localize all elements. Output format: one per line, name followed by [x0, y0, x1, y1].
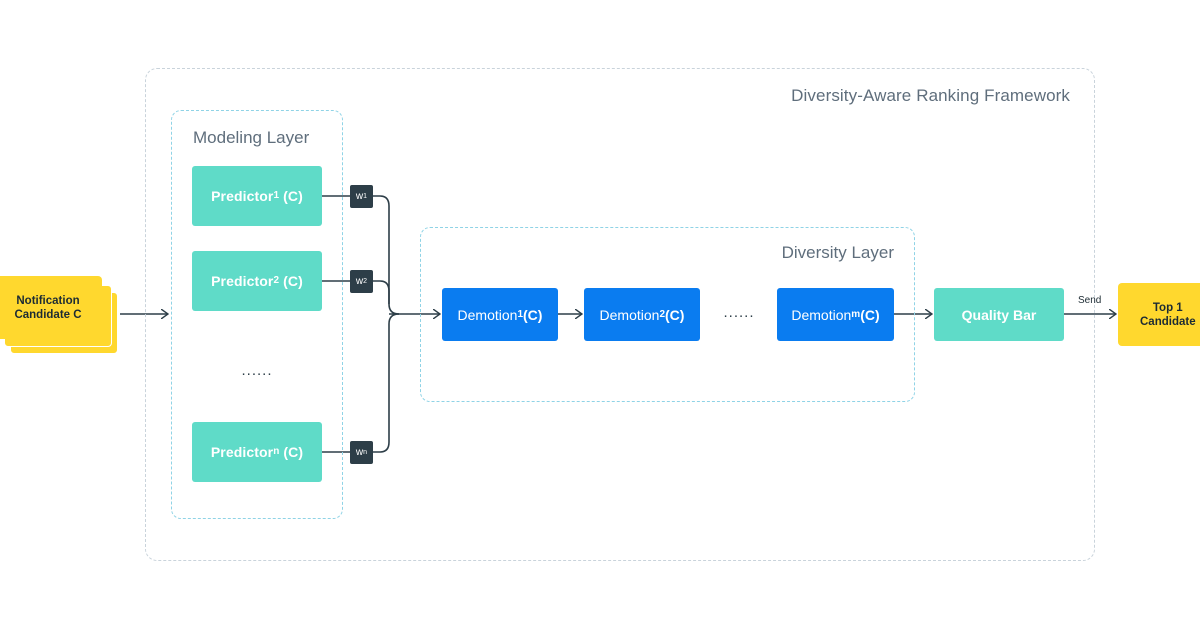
modeling-layer-container: [171, 110, 343, 519]
notification-line-1: Notification: [16, 294, 80, 307]
demotion-1-suffix: (C): [523, 306, 543, 323]
top-candidate-card: Top 1 Candidate: [1118, 283, 1200, 346]
demotion-m-base: Demotion: [791, 306, 852, 323]
predictor-n-base: Predictor: [210, 444, 274, 460]
weight-n-base: w: [355, 447, 364, 458]
send-label: Send: [1078, 295, 1102, 306]
weight-2-base: w: [355, 276, 364, 287]
merge-curve-2: [373, 280, 390, 304]
predictor-1-base: Predictor: [211, 188, 274, 204]
top-candidate-line-2: Candidate: [1140, 315, 1196, 328]
demotion-ellipsis: ......: [723, 304, 755, 321]
predictor-ellipsis: ......: [241, 362, 273, 379]
top-candidate-line-1: Top 1: [1152, 301, 1183, 314]
demotion-2-suffix: (C): [665, 306, 685, 323]
predictor-n-suffix: (C): [279, 444, 304, 460]
modeling-layer-title: Modeling Layer: [193, 128, 310, 147]
weight-1-base: w: [355, 191, 364, 202]
predictor-2-suffix: (C): [279, 273, 303, 289]
notification-line-2: Candidate C: [14, 308, 82, 321]
demotion-m-suffix: (C): [860, 306, 880, 323]
diversity-layer-container: [420, 227, 915, 402]
demotion-2-base: Demotion: [599, 306, 660, 323]
demotion-1-base: Demotion: [457, 306, 518, 323]
framework-container: [145, 68, 1095, 561]
quality-bar: Quality Bar: [934, 288, 1064, 341]
merge-curve-n: [373, 313, 400, 453]
diversity-layer-title: Diversity Layer: [781, 243, 894, 262]
predictor-1-suffix: (C): [279, 188, 303, 204]
predictor-2-base: Predictor: [211, 273, 274, 289]
notification-candidate-card: Notification Candidate C: [0, 276, 102, 339]
quality-bar-label: Quality Bar: [961, 306, 1037, 323]
merge-curve-1: [373, 195, 400, 315]
framework-title: Diversity-Aware Ranking Framework: [791, 86, 1070, 105]
